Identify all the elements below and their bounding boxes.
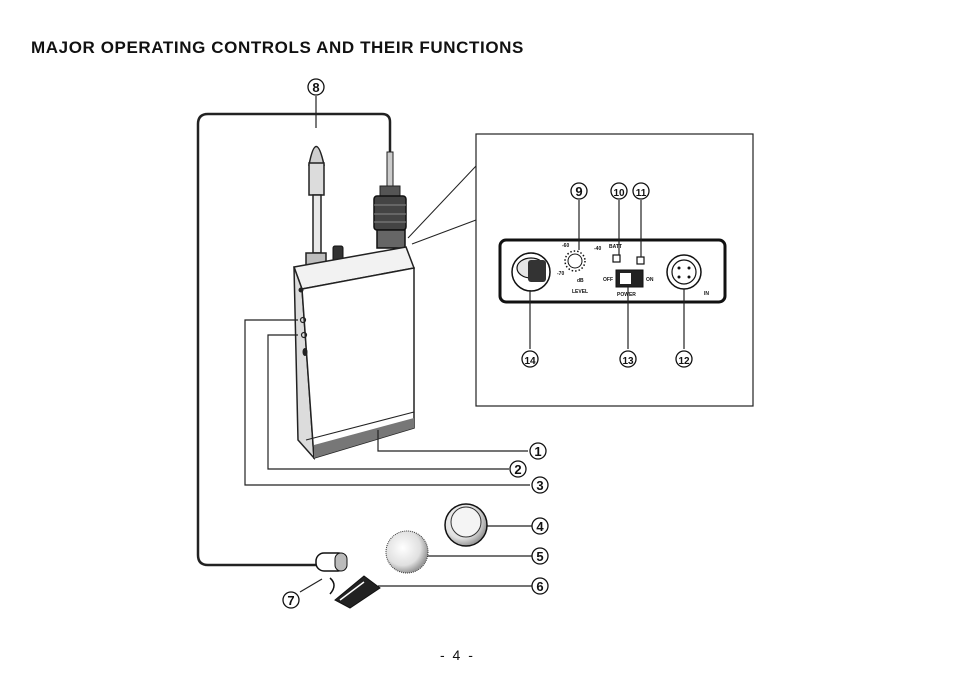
callout-11	[632, 182, 650, 200]
svg-text:3: 3	[536, 478, 543, 493]
callout-13	[619, 350, 637, 368]
label-on: ON	[646, 277, 654, 283]
lapel-microphone	[315, 552, 348, 572]
label-off: OFF	[603, 277, 613, 283]
callout-1	[529, 442, 547, 460]
label-minus70: -70	[557, 271, 564, 277]
svg-text:11: 11	[636, 188, 647, 199]
tie-clip	[329, 575, 381, 609]
transmitter-body	[292, 246, 416, 461]
callout-9	[570, 182, 588, 200]
callout-5	[531, 547, 549, 565]
svg-text:8: 8	[312, 80, 319, 95]
svg-text:6: 6	[536, 579, 543, 594]
zoom-line-upper	[407, 165, 477, 239]
callout-2	[509, 460, 527, 478]
callout-12	[675, 350, 693, 368]
windscreen-light	[385, 530, 429, 574]
svg-text:9: 9	[575, 184, 582, 199]
svg-text:14: 14	[524, 356, 536, 367]
svg-text:4: 4	[536, 519, 544, 534]
label-minus60: -60	[562, 243, 569, 249]
label-in: IN	[704, 291, 709, 297]
svg-text:13: 13	[622, 356, 634, 367]
label-db: dB	[577, 278, 584, 284]
svg-text:5: 5	[536, 549, 543, 564]
svg-text:7: 7	[287, 593, 294, 608]
leader-lines	[244, 96, 685, 593]
label-batt: BATT	[609, 244, 622, 250]
callout-4	[531, 517, 549, 535]
label-level: LEVEL	[572, 289, 588, 295]
batt-led	[612, 254, 621, 263]
callout-3	[531, 476, 549, 494]
callout-10	[610, 182, 628, 200]
svg-text:10: 10	[613, 188, 625, 199]
page-number: - 4 -	[440, 647, 475, 663]
label-minus40: -40	[594, 246, 601, 252]
mic-cable	[196, 112, 392, 567]
callout-7	[282, 591, 300, 609]
zoom-line-lower	[411, 219, 477, 245]
callout-14	[521, 350, 539, 368]
callout-8	[307, 78, 325, 96]
callout-6	[531, 577, 549, 595]
page-title: MAJOR OPERATING CONTROLS AND THEIR FUNCT…	[31, 38, 524, 57]
power-led	[636, 256, 645, 265]
svg-text:1: 1	[534, 444, 541, 459]
svg-text:2: 2	[514, 462, 521, 477]
mic-connector	[373, 151, 407, 249]
label-power: POWER	[617, 292, 636, 298]
antenna	[305, 145, 327, 270]
callouts: 8 9 10 11 14 13 12 1 2 3 4 5 6 7	[282, 78, 693, 609]
svg-text:12: 12	[678, 356, 690, 367]
control-panel: -60 -40 -70 dB LEVEL BATT OFF ON POWER I…	[498, 238, 727, 304]
